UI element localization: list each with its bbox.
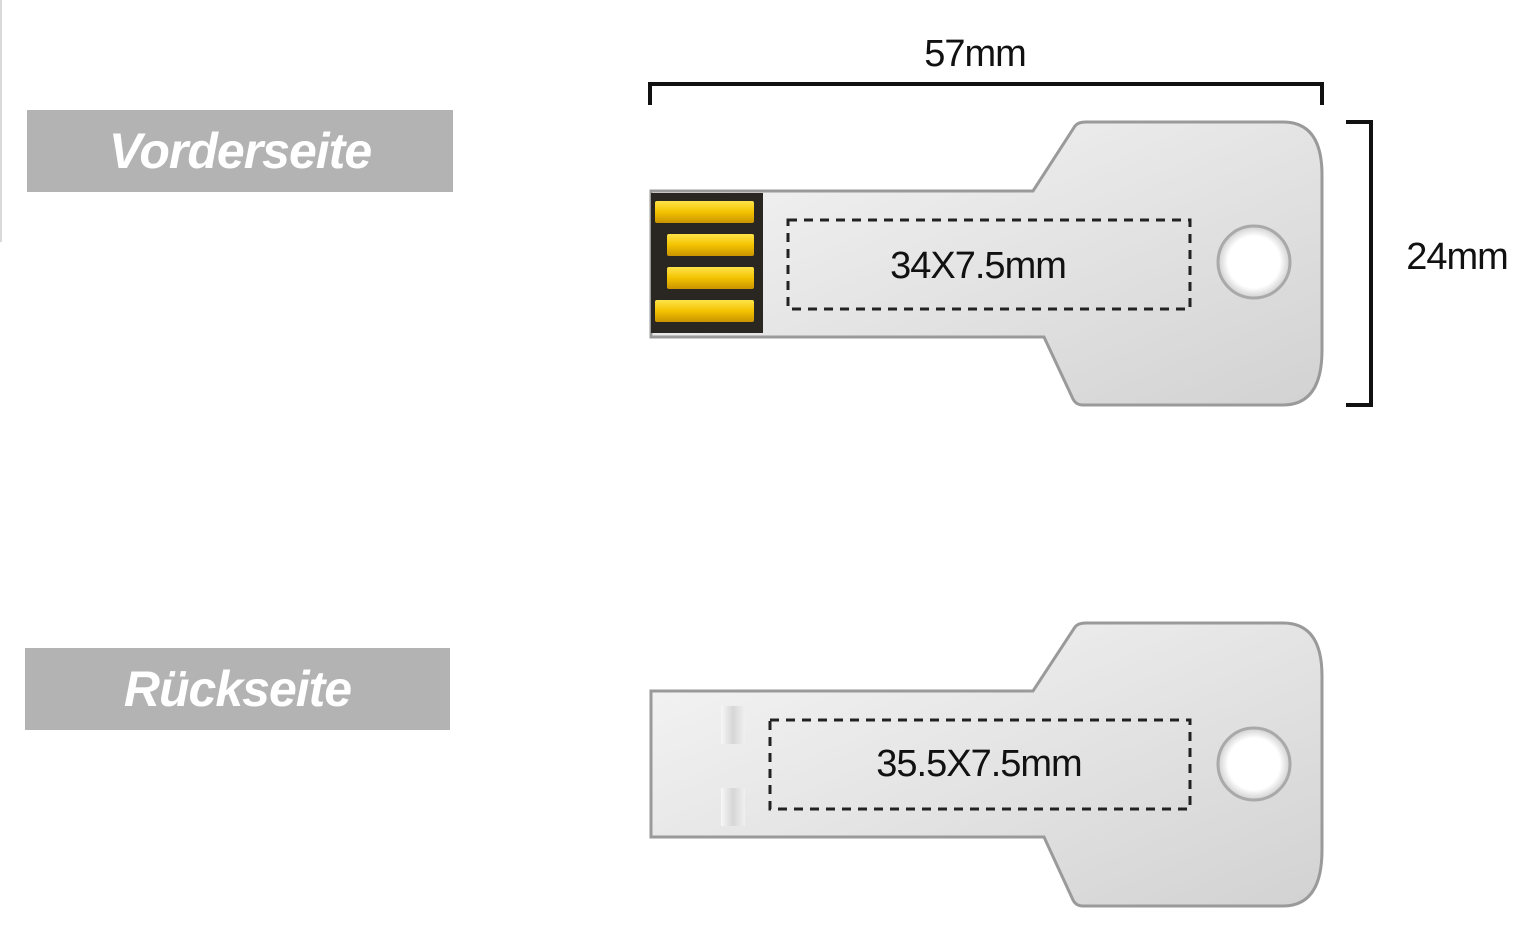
- width-dimension: 57mm: [648, 33, 1324, 105]
- gold-contact-2: [667, 234, 754, 256]
- front-print-area-box: [786, 218, 1192, 311]
- front-usb-key: 34X7.5mm: [649, 120, 1324, 407]
- height-label: 24mm: [1406, 236, 1508, 278]
- back-print-area-box: [768, 718, 1192, 811]
- front-side-label-text: Vorderseite: [108, 123, 372, 179]
- front-side-label: Vorderseite: [27, 110, 453, 192]
- left-edge-rule: [0, 0, 2, 242]
- back-key-hole: [1216, 726, 1292, 802]
- height-dimension: 24mm: [1346, 120, 1509, 407]
- front-print-area-label: 34X7.5mm: [890, 245, 1066, 287]
- gold-contact-4: [655, 300, 754, 322]
- back-key-body: [649, 621, 1324, 908]
- width-bracket: [648, 82, 1324, 105]
- gold-contact-1: [655, 201, 754, 223]
- back-side-label: Rückseite: [25, 648, 450, 730]
- height-bracket: [1346, 120, 1373, 407]
- width-label: 57mm: [924, 33, 1026, 75]
- front-key-hole: [1216, 224, 1292, 300]
- back-print-area-label: 35.5X7.5mm: [876, 743, 1081, 785]
- gold-contact-3: [667, 267, 754, 289]
- back-usb-key: 35.5X7.5mm: [649, 621, 1324, 908]
- back-side-label-text: Rückseite: [123, 661, 352, 717]
- front-key-body: [649, 120, 1324, 407]
- connector-slot-upper: [721, 706, 745, 744]
- connector-slot-lower: [721, 788, 745, 826]
